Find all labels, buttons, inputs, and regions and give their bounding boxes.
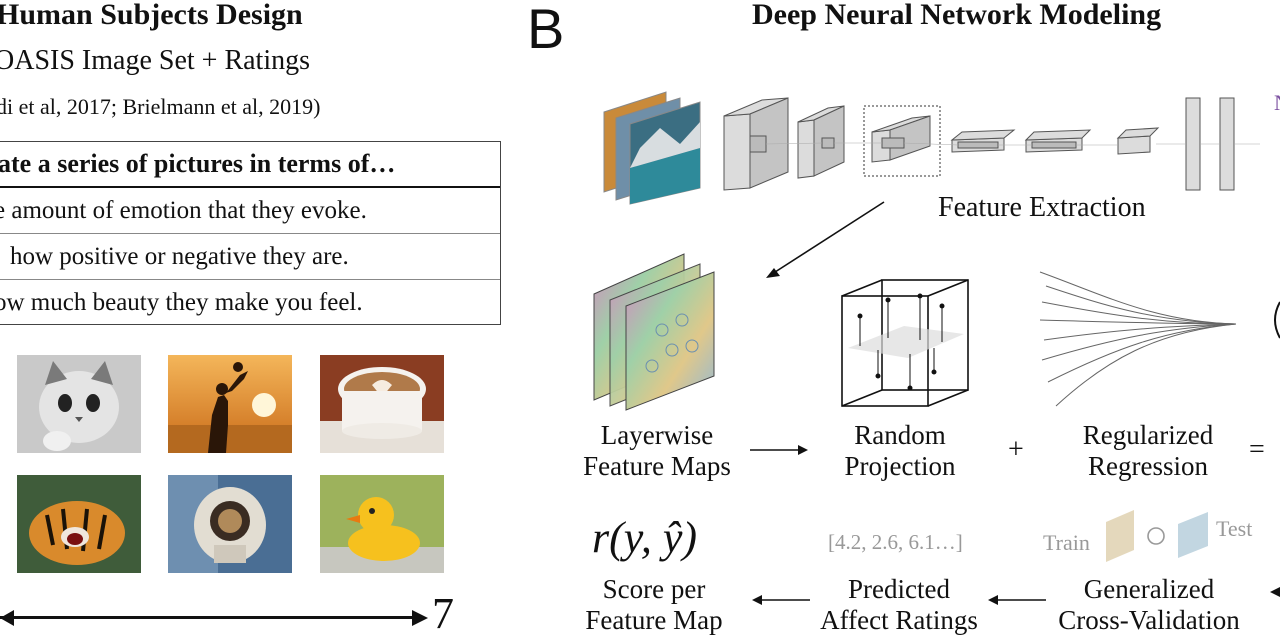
table-row-text: ow much beauty they make you feel. <box>0 289 363 316</box>
rating-scale-arrows <box>0 610 428 626</box>
table-row: e amount of emotion that they evoke. <box>0 188 500 234</box>
label-line: Feature Maps <box>583 451 731 481</box>
latte-image <box>320 355 444 453</box>
plus-sign: + <box>1008 434 1024 465</box>
table-row-text: how positive or negative they are. <box>10 243 349 270</box>
arrow-to-predicted <box>988 595 1046 605</box>
table-row-text: e amount of emotion that they evoke. <box>0 197 367 224</box>
train-test-icons <box>1106 510 1208 562</box>
label-line: Generalized <box>1083 574 1215 604</box>
predicted-values: [4.2, 2.6, 6.1…] <box>828 530 963 554</box>
label-line: Regularized <box>1082 420 1214 450</box>
train-image-icon <box>1106 510 1134 562</box>
label-line: Affect Ratings <box>820 605 978 635</box>
scale-right-arrowhead <box>412 610 428 626</box>
label-line: Layerwise <box>600 420 714 450</box>
astronaut-image <box>168 475 292 573</box>
feature-extraction-label: Feature Extraction <box>938 192 1146 223</box>
label-line: Random <box>854 420 946 450</box>
layerwise-feature-maps-label: Layerwise Feature Maps <box>570 420 744 482</box>
input-images-stack <box>603 91 701 205</box>
rating-scale-line <box>0 616 420 619</box>
right-panel-title: Deep Neural Network Modeling <box>752 0 1162 31</box>
scale-left-arrowhead <box>0 610 14 626</box>
svg-text:N: N <box>1274 90 1280 115</box>
left-panel-title: Human Subjects Design <box>0 0 303 31</box>
scale-max-label: 7 <box>432 589 454 638</box>
table-header: ate a series of pictures in terms of… <box>0 142 500 188</box>
brace-fragment <box>1274 301 1280 339</box>
random-projection-cube <box>841 279 969 407</box>
rating-instructions-table: ate a series of pictures in terms of… e … <box>0 141 501 325</box>
label-line: Score per <box>602 574 706 604</box>
citation: di et al, 2017; Brielmann et al, 2019) <box>0 94 321 119</box>
extraction-arrow <box>766 201 885 278</box>
incoming-arrow <box>1270 587 1280 597</box>
regression-paths-plot <box>1039 271 1237 407</box>
regularized-regression-label: Regularized Regression <box>1060 420 1236 482</box>
panel-label-b: B <box>527 0 565 60</box>
kitten-image <box>17 355 141 453</box>
arrow-to-score <box>752 595 810 605</box>
table-row: how positive or negative they are. <box>0 234 500 280</box>
feature-maps-stack <box>593 253 715 411</box>
score-per-feature-map-label: Score per Feature Map <box>570 574 738 636</box>
duck-image <box>320 475 444 573</box>
test-image-icon <box>1178 512 1208 558</box>
label-line: Regression <box>1088 451 1208 481</box>
label-line: Projection <box>844 451 956 481</box>
selected-layer-box <box>863 105 941 177</box>
label-line: Cross-Validation <box>1058 605 1240 635</box>
arrow-to-projection <box>750 445 808 455</box>
cycle-icon <box>1147 527 1165 545</box>
correlation-formula: r(y, ŷ) <box>592 513 698 562</box>
label-line: Predicted <box>848 574 950 604</box>
equals-sign: = <box>1249 434 1265 465</box>
tiger-image <box>17 475 141 573</box>
network-architecture-diagram: N <box>603 90 1280 205</box>
train-label: Train <box>1043 530 1090 555</box>
label-line: Feature Map <box>585 605 723 635</box>
random-projection-label: Random Projection <box>820 420 980 482</box>
image-set-label: OASIS Image Set + Ratings <box>0 45 310 76</box>
predicted-affect-ratings-label: Predicted Affect Ratings <box>808 574 990 636</box>
table-row: ow much beauty they make you feel. <box>0 280 500 325</box>
sunset-image <box>168 355 292 453</box>
generalized-cross-validation-label: Generalized Cross-Validation <box>1044 574 1254 636</box>
test-label: Test <box>1216 516 1253 541</box>
